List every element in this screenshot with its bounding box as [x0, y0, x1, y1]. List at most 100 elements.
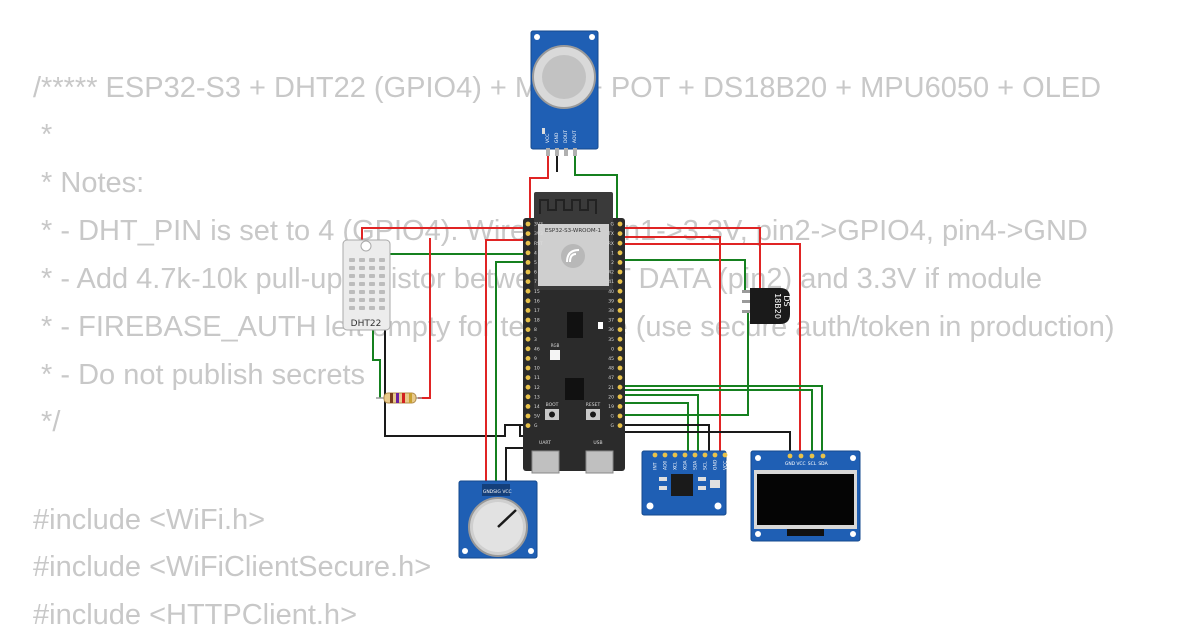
oled-pin[interactable]: [820, 453, 826, 459]
esp32-pin[interactable]: [617, 413, 623, 419]
pullup-resistor[interactable]: [376, 392, 422, 404]
wire-oled-vcc[interactable]: [620, 243, 801, 453]
esp32-pin[interactable]: [617, 231, 623, 237]
potentiometer[interactable]: GND SIG VCC: [458, 480, 538, 559]
esp32-pin[interactable]: [617, 279, 623, 284]
esp32-pin[interactable]: [617, 308, 623, 313]
esp32-pin[interactable]: [525, 413, 531, 419]
esp32-pin[interactable]: [525, 423, 531, 428]
ds18b20-sensor[interactable]: DS 18B20: [742, 288, 791, 324]
wire-ds18b20-gnd[interactable]: [620, 312, 749, 416]
wire-pot-sig[interactable]: [495, 261, 528, 482]
esp32-pin[interactable]: [617, 346, 623, 352]
mpu6050-pin[interactable]: [672, 452, 678, 458]
esp32-pin-label: 1: [611, 250, 614, 256]
esp32-pin[interactable]: [617, 221, 623, 227]
mpu6050-pin[interactable]: [692, 452, 698, 458]
esp32-pin[interactable]: [525, 394, 531, 400]
esp32-pin[interactable]: [525, 346, 531, 352]
esp32-pin[interactable]: [617, 365, 623, 371]
wire-dht-resistor[interactable]: [372, 330, 381, 398]
mq2-pin[interactable]: [546, 148, 550, 156]
esp32-pin[interactable]: [525, 308, 531, 313]
wire-mpu-scl[interactable]: [620, 394, 699, 453]
esp32-pin[interactable]: [525, 231, 531, 237]
wire-oled-scl[interactable]: [620, 389, 813, 453]
mq2-pin[interactable]: [564, 148, 568, 156]
esp32-pin[interactable]: [617, 394, 623, 400]
wire-mpu-sda[interactable]: [620, 402, 689, 453]
mpu6050-pin[interactable]: [722, 452, 728, 458]
wire-oled-gnd[interactable]: [620, 431, 791, 453]
mpu6050-pin-label: SDA: [693, 460, 699, 470]
oled-pin[interactable]: [798, 453, 804, 459]
esp32-pin[interactable]: [525, 221, 531, 227]
esp32-pin-label: 3V3: [534, 222, 543, 228]
esp32-pin[interactable]: [525, 260, 531, 265]
esp32-pin[interactable]: [525, 279, 531, 284]
esp32-pin[interactable]: [617, 327, 623, 332]
esp32-pin[interactable]: [617, 356, 623, 361]
ds18b20-label-1: DS: [782, 295, 791, 306]
wire-ds18b20-vcc[interactable]: [620, 227, 761, 300]
esp32-pin[interactable]: [525, 250, 531, 256]
mpu6050-pin[interactable]: [652, 452, 658, 458]
mq2-pin[interactable]: [573, 148, 577, 156]
esp32-pin[interactable]: [617, 240, 623, 246]
esp32-pin[interactable]: [525, 298, 531, 304]
esp32-pin[interactable]: [617, 250, 623, 256]
wire-mq2-vcc[interactable]: [529, 154, 549, 224]
wire-ds18b20-data[interactable]: [620, 259, 746, 292]
esp32-pin[interactable]: [617, 336, 623, 342]
esp32-pin[interactable]: [617, 384, 623, 390]
esp32-pin[interactable]: [525, 317, 531, 323]
esp32-pin[interactable]: [525, 404, 531, 409]
wire-oled-sda[interactable]: [620, 385, 823, 453]
mpu6050-pin[interactable]: [712, 452, 718, 458]
esp32-pin[interactable]: [525, 336, 531, 342]
wire-mq2-aout[interactable]: [574, 154, 618, 232]
esp32-pin[interactable]: [525, 288, 531, 294]
esp32-pin-label: 10: [534, 366, 540, 372]
wire-pot-gnd[interactable]: [505, 447, 528, 482]
esp32-pin[interactable]: [525, 375, 531, 380]
wire-mpu-gnd[interactable]: [519, 424, 710, 453]
esp32-pin[interactable]: [525, 356, 531, 361]
wire-dht-gnd[interactable]: [384, 330, 528, 437]
oled-pin[interactable]: [787, 453, 793, 459]
dht22-grille-slot: [349, 290, 355, 294]
mpu6050-pin[interactable]: [682, 452, 688, 458]
esp32-pin[interactable]: [617, 375, 623, 380]
esp32-pin[interactable]: [617, 423, 623, 428]
mq2-pin[interactable]: [555, 148, 559, 156]
wire-pot-vcc[interactable]: [485, 239, 528, 482]
esp32-pin[interactable]: [525, 269, 531, 275]
mq2-gas-sensor[interactable]: VCC GND DOUT AOUT: [530, 30, 599, 156]
dht22-sensor[interactable]: DHT22: [342, 239, 391, 331]
esp32-pin-label: 12: [534, 385, 540, 391]
mpu6050-pin[interactable]: [662, 452, 668, 458]
oled-pin[interactable]: [809, 453, 815, 459]
esp32-pin[interactable]: [525, 384, 531, 390]
esp32-pin[interactable]: [525, 240, 531, 246]
esp32-pin[interactable]: [617, 269, 623, 275]
esp32-pin[interactable]: [525, 327, 531, 332]
esp32-pin[interactable]: [617, 260, 623, 265]
mpu6050-pin[interactable]: [702, 452, 708, 458]
esp32-s3-board[interactable]: ESP32-S3-WROOM-1 RGB BOOT RESET UART USB…: [523, 192, 625, 474]
dht22-mount-hole: [360, 240, 372, 252]
usb-port[interactable]: [585, 450, 614, 474]
esp32-pin[interactable]: [617, 288, 623, 294]
esp32-pin[interactable]: [617, 404, 623, 409]
wire-resistor-vcc[interactable]: [418, 238, 431, 399]
esp32-pin-label: G: [611, 423, 615, 429]
mpu6050-component: [659, 486, 667, 490]
esp32-pin[interactable]: [617, 298, 623, 304]
wire-mpu-vcc[interactable]: [620, 236, 721, 453]
esp32-pin[interactable]: [525, 365, 531, 371]
uart-usb-port[interactable]: [531, 450, 560, 474]
esp32-pin[interactable]: [617, 317, 623, 323]
resistor-band: [396, 393, 399, 403]
